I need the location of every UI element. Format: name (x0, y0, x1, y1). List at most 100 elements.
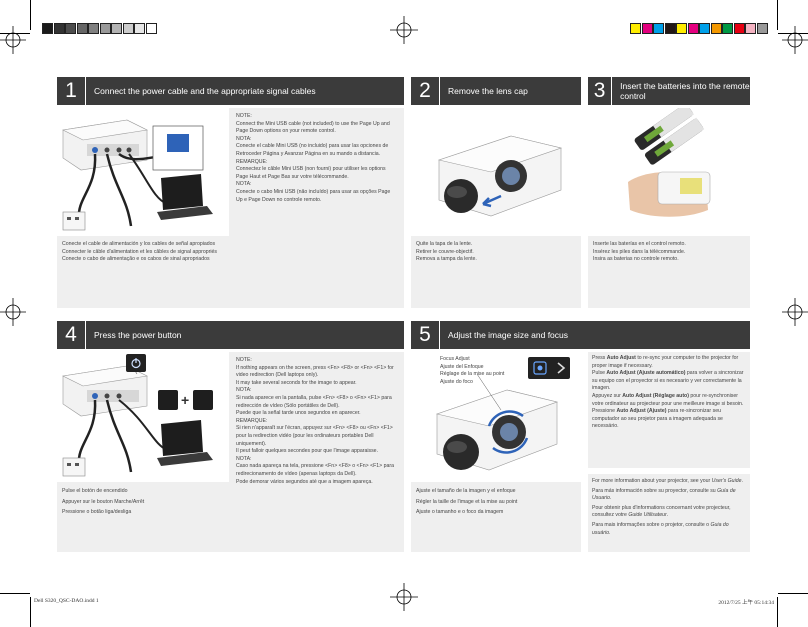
step1-note-line: NOTE: (236, 113, 252, 119)
step1-title: Connect the power cable and the appropri… (94, 86, 316, 96)
step5-title: Adjust the image size and focus (448, 330, 569, 340)
color-swatch (687, 23, 699, 34)
fn-key-icon (158, 390, 178, 410)
step4-header: 4 Press the power button (57, 321, 404, 349)
color-swatch (76, 23, 88, 34)
step5-caption-line: Ajuste o tamanho e o foco da imagem (416, 509, 504, 515)
focus-label-line: Focus Adjust (440, 356, 470, 362)
color-swatch (745, 23, 756, 34)
step4-caption-line: Appuyer sur le bouton Marche/Arrêt (62, 498, 145, 505)
step4-note-line: NOTE: (236, 357, 252, 363)
step3-caption-line: Insira as baterias no controle remoto. (593, 256, 679, 263)
step5-header: 5 Adjust the image size and focus (411, 321, 750, 349)
step1-caption-line: Conecte el cable de alimentación y los c… (62, 241, 216, 247)
step2-caption-line: Quite la tapa de la lente. (416, 241, 473, 247)
step4-note-line: Si rien n'apparaît sur l'écran, appuyez … (236, 425, 393, 447)
step4-note-line: Pode demorar vários segundos até que a i… (236, 478, 373, 485)
step4-title: Press the power button (94, 330, 182, 340)
step5-caption: Ajuste el tamaño de la imagen y el enfoq… (416, 486, 576, 518)
step1-note-line: NOTA: (236, 135, 252, 142)
color-swatch (88, 23, 99, 34)
step1-caption-line: Conecte o cabo de alimentação e os cabos… (62, 256, 210, 263)
more-info-line: Para más información sobre su proyector,… (592, 487, 736, 502)
power-button-icon (126, 354, 146, 372)
footer-file-name: Dell S320_QSC-DAO.indd 1 (34, 598, 99, 604)
step2-illustration (411, 108, 581, 236)
registration-mark-top-left (0, 26, 26, 54)
auto-adjust-line: Pulse Auto Adjust (Ajuste automático) pa… (592, 370, 744, 392)
step5-caption-line: Ajuste el tamaño de la imagen y el enfoq… (416, 488, 516, 494)
more-info-panel (588, 474, 750, 552)
step4-note-line: NOTA: (236, 387, 252, 394)
color-swatch (134, 23, 145, 34)
step4-number: 4 (57, 321, 86, 349)
step4-note-line: It may take several seconds for the imag… (236, 379, 357, 386)
color-swatch (756, 23, 768, 34)
step3-caption-line: Inserte las baterías en el control remot… (593, 241, 686, 247)
more-info-line: Pour obtenir plus d'informations concern… (592, 504, 731, 519)
color-swatch (630, 23, 641, 34)
color-swatch (122, 23, 134, 34)
step4-note-line: REMARQUE: (236, 417, 268, 424)
step2-number: 2 (411, 77, 440, 105)
step4-note-line: Caso nada apareça na tela, pressione <Fn… (236, 463, 395, 477)
step2-title: Remove the lens cap (448, 86, 528, 96)
color-swatch (65, 23, 76, 34)
more-info-line: For more information about your projecto… (592, 478, 743, 484)
registration-mark-left (0, 298, 26, 326)
step4-note: NOTE: If nothing appears on the screen, … (236, 357, 396, 486)
registration-mark-right (782, 298, 808, 326)
step4-caption-line: Pressione o botão liga/desliga (62, 509, 132, 515)
step1-illustration (57, 108, 229, 236)
step1-header: 1 Connect the power cable and the approp… (57, 77, 404, 105)
step1-note-line: Connectez le câble Mini USB (non fourni)… (236, 166, 386, 180)
color-swatch (641, 23, 653, 34)
step4-note-line: Il peut falloir quelques secondes pour q… (236, 448, 379, 455)
color-swatch (733, 23, 745, 34)
more-info-line: Para mais informações sobre o projetor, … (592, 521, 729, 536)
focus-label-line: Réglage de la mise au point (440, 371, 505, 378)
step3-caption: Inserte las baterías en el control remot… (593, 241, 745, 264)
step4-caption: Pulse el botón de encendido Appuyer sur … (62, 486, 224, 518)
auto-adjust-line: Pressione Auto Adjust (Ajuste) para re-s… (592, 408, 723, 430)
step1-note-line: Conecte el cable Mini USB (no incluido) … (236, 143, 389, 157)
step5-number: 5 (411, 321, 440, 349)
color-swatch (676, 23, 687, 34)
step1-note: NOTE: Connect the Mini USB cable (not in… (236, 113, 396, 204)
color-swatch (699, 23, 710, 34)
focus-label-line: Ajuste del Enfoque (440, 363, 484, 370)
step3-illustration (588, 102, 750, 236)
step1-note-line: REMARQUE: (236, 158, 268, 165)
color-swatch (53, 23, 65, 34)
registration-mark-top (390, 16, 418, 44)
auto-adjust-line: Appuyez sur Auto Adjust (Réglage auto) p… (592, 392, 744, 407)
focus-label-line: Ajuste do foco (440, 378, 473, 385)
step1-note-line: Connect the Mini USB cable (not included… (236, 120, 390, 135)
color-swatch (722, 23, 733, 34)
step3-number: 3 (588, 77, 613, 105)
step1-number: 1 (57, 77, 86, 105)
step4-note-line: Puede que la señal tarde unos segundos e… (236, 410, 361, 417)
step1-note-line: NOTA: (236, 181, 252, 188)
step1-caption-line: Connecter le câble d'alimentation et les… (62, 248, 217, 255)
auto-adjust-line: Press Auto Adjust to re-sync your comput… (592, 355, 739, 369)
registration-mark-bottom (390, 583, 418, 611)
step2-caption: Quite la tapa de la lente. Retirer le co… (416, 241, 576, 264)
step4-note-line: Si nada aparece en la pantalla, pulse <F… (236, 394, 392, 409)
color-swatch (653, 23, 664, 34)
step4-note-line: If nothing appears on the screen, press … (236, 364, 394, 379)
step4-note-line: NOTA: (236, 455, 252, 462)
color-swatch (710, 23, 722, 34)
more-info-text: For more information about your projecto… (592, 478, 746, 539)
step2-caption-line: Retirer le couvre-objectif. (416, 248, 474, 255)
color-swatch (111, 23, 122, 34)
step5-caption-line: Régler la taille de l'image et la mise a… (416, 498, 518, 505)
step4-illustration (57, 352, 229, 482)
step5-illustration (411, 352, 581, 482)
step3-caption-line: Insérez les piles dans la télécommande. (593, 248, 686, 255)
color-swatch (42, 23, 53, 34)
focus-adjust-label: Focus Adjust Ajuste del Enfoque Réglage … (440, 356, 530, 386)
step4-caption-line: Pulse el botón de encendido (62, 488, 128, 494)
f8-key-icon (193, 390, 213, 410)
step1-caption: Conecte el cable de alimentación y los c… (62, 241, 224, 264)
